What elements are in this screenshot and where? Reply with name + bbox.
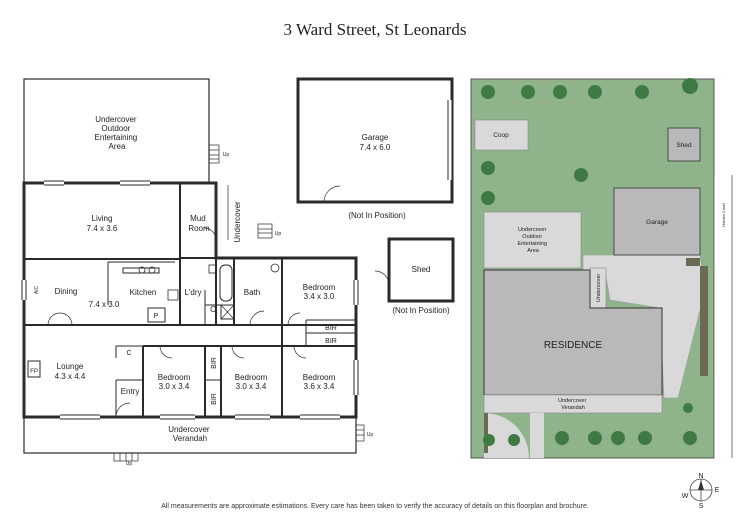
bedroom2-label: Bedroom xyxy=(158,373,191,382)
dining-label: Dining xyxy=(55,287,78,296)
site-shed-label: Shed xyxy=(676,142,692,149)
living-label: Living xyxy=(92,214,113,223)
compass-w: W xyxy=(682,493,689,500)
fireplace-label: FP xyxy=(30,369,38,375)
site-coop-label: Coop xyxy=(493,132,509,139)
laundry-label: L'dry xyxy=(184,288,201,297)
cupboard-label-2: C xyxy=(126,350,131,357)
shed-outline xyxy=(387,237,455,303)
compass-s: S xyxy=(699,503,704,510)
verandah-label: Undercover Verandah xyxy=(168,425,212,443)
compass-icon xyxy=(689,478,713,502)
up-label-4: Up xyxy=(126,461,133,467)
bir-label-4: BIR xyxy=(211,393,218,405)
site-verandah-label: Undercover Verandah xyxy=(558,398,588,411)
up-label-1: Up xyxy=(223,152,230,158)
lounge-label: Lounge xyxy=(57,362,84,371)
site-coop xyxy=(474,119,529,151)
bedroom4-label: Bedroom xyxy=(303,373,336,382)
site-garage-label: Garage xyxy=(646,219,668,226)
bir-label-1: BIR xyxy=(325,325,337,332)
bath-label: Bath xyxy=(244,288,260,297)
bir-label-3: BIR xyxy=(211,357,218,369)
site-garage xyxy=(613,187,701,256)
site-shed xyxy=(667,127,701,162)
bedroom1-label: Bedroom xyxy=(303,283,336,292)
compass-e: E xyxy=(715,487,720,494)
outdoor-label: Undercover Outdoor Entertaining Area xyxy=(95,115,140,151)
page-title: 3 Ward Street, St Leonards xyxy=(283,20,467,39)
ac-label: A/C xyxy=(34,285,40,294)
compass-n: N xyxy=(698,473,703,480)
garage-note: (Not In Position) xyxy=(348,211,406,220)
bedroom1-size: 3.4 x 3.0 xyxy=(304,292,335,301)
cupboard-label-1: C xyxy=(210,305,216,314)
bedroom4-size: 3.6 x 3.4 xyxy=(304,382,335,391)
undercover-side-label: Undercover xyxy=(233,201,242,243)
up-label-2: Up xyxy=(275,231,282,237)
bir-label-2: BIR xyxy=(325,338,337,345)
site-plan xyxy=(470,78,733,459)
garage-size: 7.4 x 6.0 xyxy=(360,143,391,152)
site-outdoor-label: Undercover Outdoor Entertaining Area xyxy=(518,227,549,254)
site-undercover-label: Undercover xyxy=(596,274,602,303)
up-label-3: Up xyxy=(367,432,374,438)
living-size: 7.4 x 3.6 xyxy=(87,224,118,233)
shed-label: Shed xyxy=(412,265,431,274)
garage-label: Garage xyxy=(362,133,389,142)
bedroom3-size: 3.0 x 3.4 xyxy=(236,382,267,391)
shed-note: (Not In Position) xyxy=(392,306,450,315)
site-road-label: Holden Court xyxy=(721,202,726,226)
entry-label: Entry xyxy=(121,387,140,396)
dining-size: 7.4 x 3.0 xyxy=(89,300,120,309)
lounge-size: 4.3 x 4.4 xyxy=(55,372,86,381)
mud-room-label: Mud Room xyxy=(188,214,210,233)
pantry-label: P xyxy=(154,313,159,320)
bedroom2-size: 3.0 x 3.4 xyxy=(159,382,190,391)
bedroom3-label: Bedroom xyxy=(235,373,268,382)
site-residence-label: RESIDENCE xyxy=(544,340,603,351)
site-verandah xyxy=(483,394,663,414)
disclaimer-text: All measurements are approximate estimat… xyxy=(161,503,589,510)
kitchen-label: Kitchen xyxy=(130,288,157,297)
site-outdoor-area xyxy=(483,211,582,269)
